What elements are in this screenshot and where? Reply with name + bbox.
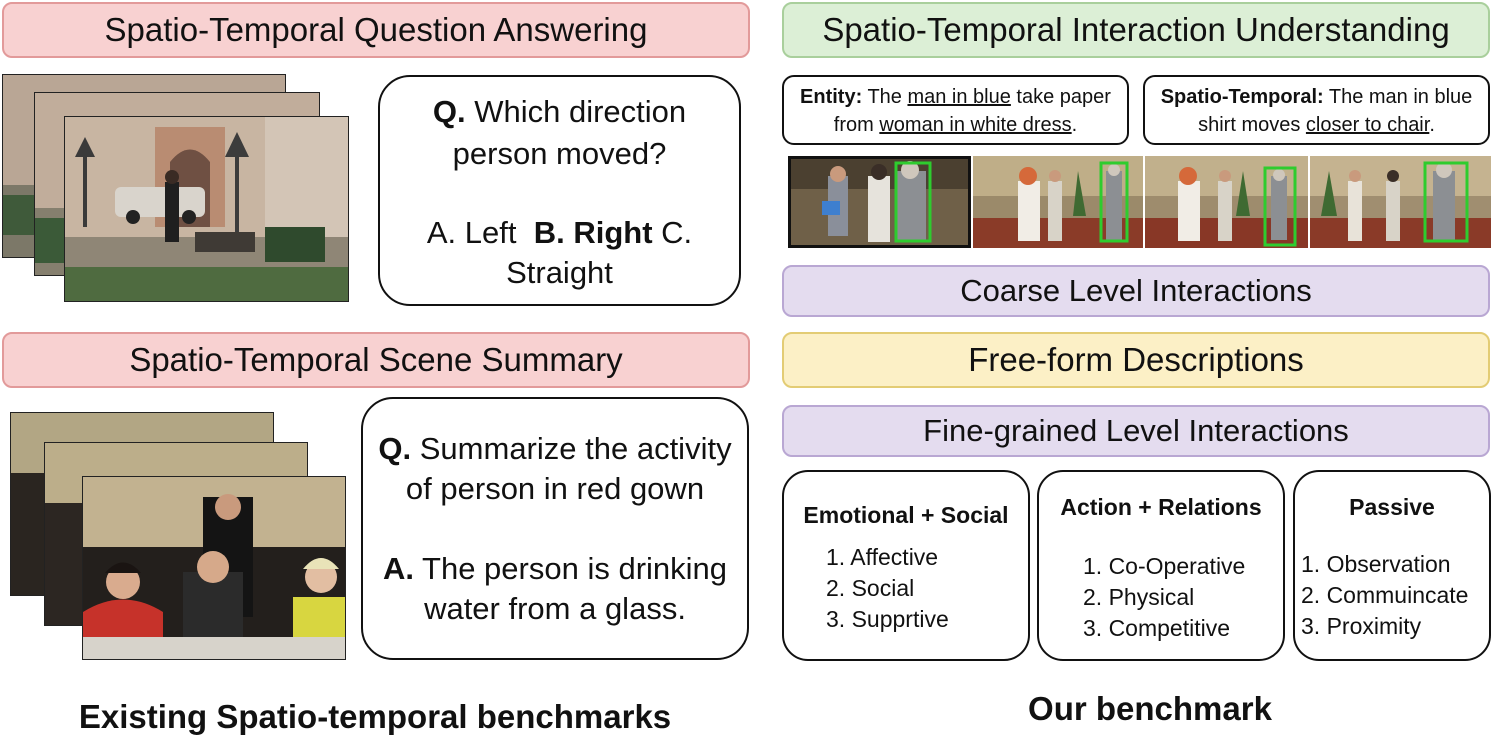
question-label: Q.: [432, 94, 466, 129]
st-summary-title-banner: Spatio-Temporal Scene Summary: [2, 332, 750, 388]
category-item: 1. Observation: [1301, 551, 1451, 577]
option-c: C. Straight: [506, 215, 693, 290]
option-b: B. Right: [533, 215, 653, 250]
entity-mid: take paper from: [833, 86, 1111, 136]
entity-caption-box: Entity: The man in blue take paper from …: [782, 75, 1129, 145]
category-title: Action + Relations: [1060, 494, 1262, 520]
filmstrip: [788, 156, 1491, 248]
fine-grained-label: Fine-grained Level Interactions: [923, 413, 1349, 448]
coarse-level-label: Coarse Level Interactions: [960, 273, 1312, 308]
st-qa-question-box: Q. Which direction person moved? A. Left…: [378, 75, 741, 306]
category-item: 2. Commuincate: [1301, 582, 1469, 608]
freeform-descriptions-banner: Free-form Descriptions: [782, 332, 1490, 388]
category-list: 1. Affective 2. Social 3. Supprtive: [826, 542, 949, 635]
category-item: 2. Physical: [1083, 584, 1195, 610]
option-a: A. Left: [426, 215, 517, 250]
video-frame-front: [82, 476, 346, 660]
answer-text: The person is drinking water from a glas…: [413, 551, 728, 626]
coarse-level-banner: Coarse Level Interactions: [782, 265, 1490, 317]
entity-end: .: [1071, 114, 1078, 136]
fine-grained-banner: Fine-grained Level Interactions: [782, 405, 1490, 457]
spatiotemporal-underline: closer to chair: [1305, 114, 1430, 136]
category-list: 1. Co-Operative 2. Physical 3. Competiti…: [1083, 551, 1245, 644]
entity-underline-2: woman in white dress: [879, 114, 1072, 136]
freeform-descriptions-label: Free-form Descriptions: [968, 341, 1304, 378]
category-item: 3. Proximity: [1301, 613, 1422, 639]
st-qa-answer-options: A. Left B. Right C. Straight: [400, 213, 719, 293]
category-title: Emotional + Social: [803, 502, 1009, 528]
category-item: 1. Affective: [826, 544, 939, 570]
entity-label: Entity:: [800, 86, 863, 108]
st-summary-title: Spatio-Temporal Scene Summary: [129, 341, 623, 378]
video-frame-front: [64, 116, 349, 302]
st-summary-question-box: Q. Summarize the activity of person in r…: [361, 397, 749, 660]
entity-pre: The: [862, 86, 908, 108]
st-summary-question: Q. Summarize the activity of person in r…: [363, 429, 747, 509]
category-title: Passive: [1349, 494, 1435, 520]
question-label: Q.: [378, 431, 412, 466]
spatiotemporal-caption-box: Spatio-Temporal: The man in blue shirt m…: [1143, 75, 1490, 145]
left-footer-caption: Existing Spatio-temporal benchmarks: [78, 698, 672, 735]
category-box-passive: Passive 1. Observation 2. Commuincate 3.…: [1293, 470, 1491, 661]
st-interaction-title: Spatio-Temporal Interaction Understandin…: [822, 11, 1450, 48]
question-text: Which direction person moved?: [452, 94, 687, 171]
category-item: 2. Social: [826, 575, 915, 601]
filmstrip-frame-4: [1310, 156, 1491, 248]
street-video-frames: [2, 74, 349, 302]
spatiotemporal-pre: The man in blue shirt moves: [1198, 86, 1473, 136]
st-interaction-title-banner: Spatio-Temporal Interaction Understandin…: [782, 2, 1490, 58]
category-item: 3. Supprtive: [826, 606, 949, 632]
st-qa-title: Spatio-Temporal Question Answering: [104, 11, 648, 48]
st-qa-question: Q. Which direction person moved?: [400, 91, 719, 175]
entity-underline-1: man in blue: [907, 86, 1011, 108]
filmstrip-frame-3: [1145, 156, 1308, 248]
category-box-emotional-social: Emotional + Social 1. Affective 2. Socia…: [782, 470, 1030, 661]
question-text: Summarize the activity of person in red …: [405, 431, 732, 506]
st-summary-answer: A. The person is drinking water from a g…: [363, 549, 747, 629]
category-item: 3. Competitive: [1083, 615, 1231, 641]
filmstrip-frame-1: [788, 156, 971, 248]
category-item: 1. Co-Operative: [1083, 553, 1246, 579]
spatiotemporal-label: Spatio-Temporal:: [1160, 86, 1324, 108]
st-qa-title-banner: Spatio-Temporal Question Answering: [2, 2, 750, 58]
spatiotemporal-end: .: [1429, 114, 1435, 136]
right-footer-caption: Our benchmark: [1028, 690, 1272, 727]
category-box-action-relations: Action + Relations 1. Co-Operative 2. Ph…: [1037, 470, 1285, 661]
category-list: 1. Observation 2. Commuincate 3. Proximi…: [1301, 549, 1468, 642]
restaurant-video-frames: [10, 412, 346, 660]
filmstrip-frame-2: [973, 156, 1143, 248]
answer-label: A.: [382, 551, 414, 586]
